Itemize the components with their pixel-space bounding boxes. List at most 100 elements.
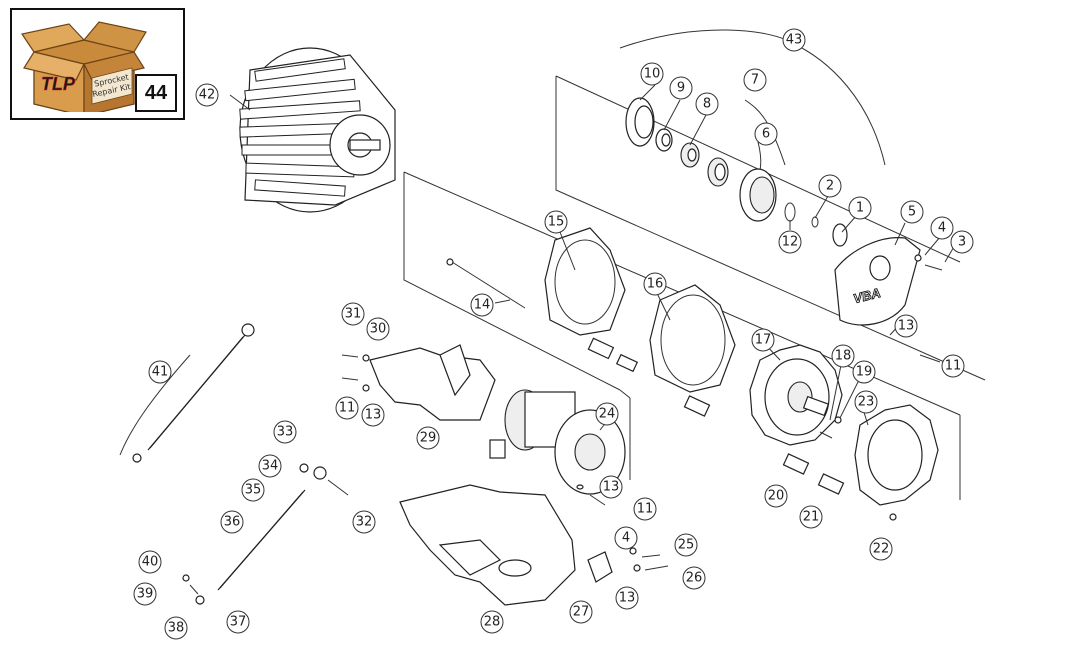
bolt-22 [889, 513, 897, 521]
callout-bubble-34: 34 [258, 454, 282, 478]
svg-text:43: 43 [786, 33, 803, 48]
svg-text:39: 39 [137, 587, 154, 602]
washer-13 [362, 384, 370, 392]
callout-bubble-26: 26 [682, 566, 706, 590]
svg-text:24: 24 [599, 407, 616, 422]
cardboard-box-icon: Sprocket Repair Kit TLP [21, 21, 147, 112]
callout-bubble-8: 8 [695, 92, 719, 116]
callout-bubble-16: 16 [643, 272, 667, 296]
callout-bubble-13: 13 [894, 314, 918, 338]
callout-bubble-19: 19 [852, 360, 876, 384]
svg-text:32: 32 [356, 515, 373, 530]
callout-bubble-5: 5 [900, 200, 924, 224]
callout-41-leader [119, 354, 191, 456]
svg-text:40: 40 [142, 555, 159, 570]
washer-4 [629, 547, 637, 555]
long-bolt-14 [451, 261, 526, 309]
bolt-11 [589, 494, 606, 506]
svg-text:33: 33 [277, 425, 294, 440]
flange-10 [625, 97, 655, 147]
callout-bubble-37: 37 [226, 610, 250, 634]
callout-bubble-14: 14 [470, 293, 494, 317]
disc-1 [832, 223, 848, 247]
svg-text:5: 5 [908, 205, 916, 220]
bracket-29 [369, 344, 496, 421]
frame-28 [399, 484, 576, 606]
svg-text:19: 19 [856, 365, 873, 380]
svg-text:6: 6 [762, 127, 770, 142]
seal-9 [655, 128, 673, 152]
callout-bubble-1: 1 [848, 196, 872, 220]
svg-text:4: 4 [622, 531, 630, 546]
svg-text:27: 27 [573, 605, 590, 620]
callout-bubble-33: 33 [273, 420, 297, 444]
svg-text:35: 35 [245, 483, 262, 498]
bolt-3 [924, 264, 943, 271]
svg-text:25: 25 [678, 538, 695, 553]
svg-text:13: 13 [365, 408, 382, 423]
callout-bubble-32: 32 [352, 510, 376, 534]
sprocket-17 [749, 344, 843, 446]
callout-bubble-42: 42 [195, 83, 219, 107]
svg-text:11: 11 [637, 502, 654, 517]
svg-text:23: 23 [858, 395, 875, 410]
callout-bubble-38: 38 [164, 616, 188, 640]
callout-bubble-12: 12 [778, 230, 802, 254]
clamp-27 [587, 551, 613, 583]
bolt-11 [341, 377, 359, 381]
callout-bubble-4: 4 [930, 216, 954, 240]
svg-text:20: 20 [768, 489, 785, 504]
ring-2 [811, 216, 819, 228]
svg-text:18: 18 [835, 349, 852, 364]
callout-bubble-25: 25 [674, 533, 698, 557]
callout-bubble-41: 41 [148, 360, 172, 384]
svg-text:13: 13 [898, 319, 915, 334]
kit-number: 44 [135, 74, 177, 112]
svg-text:13: 13 [603, 480, 620, 495]
svg-text:12: 12 [782, 235, 799, 250]
callout-bubble-3: 3 [950, 230, 974, 254]
svg-text:1: 1 [856, 201, 864, 216]
svg-text:31: 31 [345, 307, 362, 322]
callout-bubble-18: 18 [831, 344, 855, 368]
track-drum-42 [239, 47, 396, 213]
callout-bubble-13-d: 13 [615, 586, 639, 610]
callout-bubble-31: 31 [341, 302, 365, 326]
spacer-21 [817, 473, 845, 495]
callout-bubble-6: 6 [754, 122, 778, 146]
callout-bubble-29: 29 [416, 426, 440, 450]
cover-plate-5: VBA [834, 237, 921, 326]
bolt-18 [819, 431, 833, 439]
svg-text:41: 41 [152, 365, 169, 380]
tlp-logo: TLP [41, 74, 76, 94]
callout-bubble-11-b: 11 [335, 396, 359, 420]
callout-bubble-27: 27 [569, 600, 593, 624]
callout-bubble-30: 30 [366, 317, 390, 341]
svg-text:9: 9 [677, 81, 685, 96]
svg-text:17: 17 [755, 333, 772, 348]
svg-text:29: 29 [420, 431, 437, 446]
callout-bubble-10: 10 [640, 62, 664, 86]
gasket-15 [544, 227, 626, 336]
svg-text:42: 42 [199, 88, 216, 103]
callout-bubble-7: 7 [743, 68, 767, 92]
svg-text:2: 2 [826, 179, 834, 194]
washer-4 [914, 254, 922, 262]
svg-text:28: 28 [484, 615, 501, 630]
sprocket-repair-kit-badge: Sprocket Repair Kit TLP 44 [10, 8, 185, 120]
svg-text:26: 26 [686, 571, 703, 586]
callout-bubble-43: 43 [782, 28, 806, 52]
svg-text:22: 22 [873, 542, 890, 557]
svg-text:8: 8 [703, 97, 711, 112]
callout-bubble-15: 15 [544, 210, 568, 234]
callout-bubble-2: 2 [818, 174, 842, 198]
bearing-7 [707, 157, 729, 187]
spacer-20 [782, 453, 810, 475]
callout-bubble-40: 40 [138, 550, 162, 574]
svg-text:11: 11 [945, 359, 962, 374]
svg-text:21: 21 [803, 510, 820, 525]
callout-bubble-20: 20 [764, 484, 788, 508]
svg-text:38: 38 [168, 621, 185, 636]
callout-bubble-35: 35 [241, 478, 265, 502]
